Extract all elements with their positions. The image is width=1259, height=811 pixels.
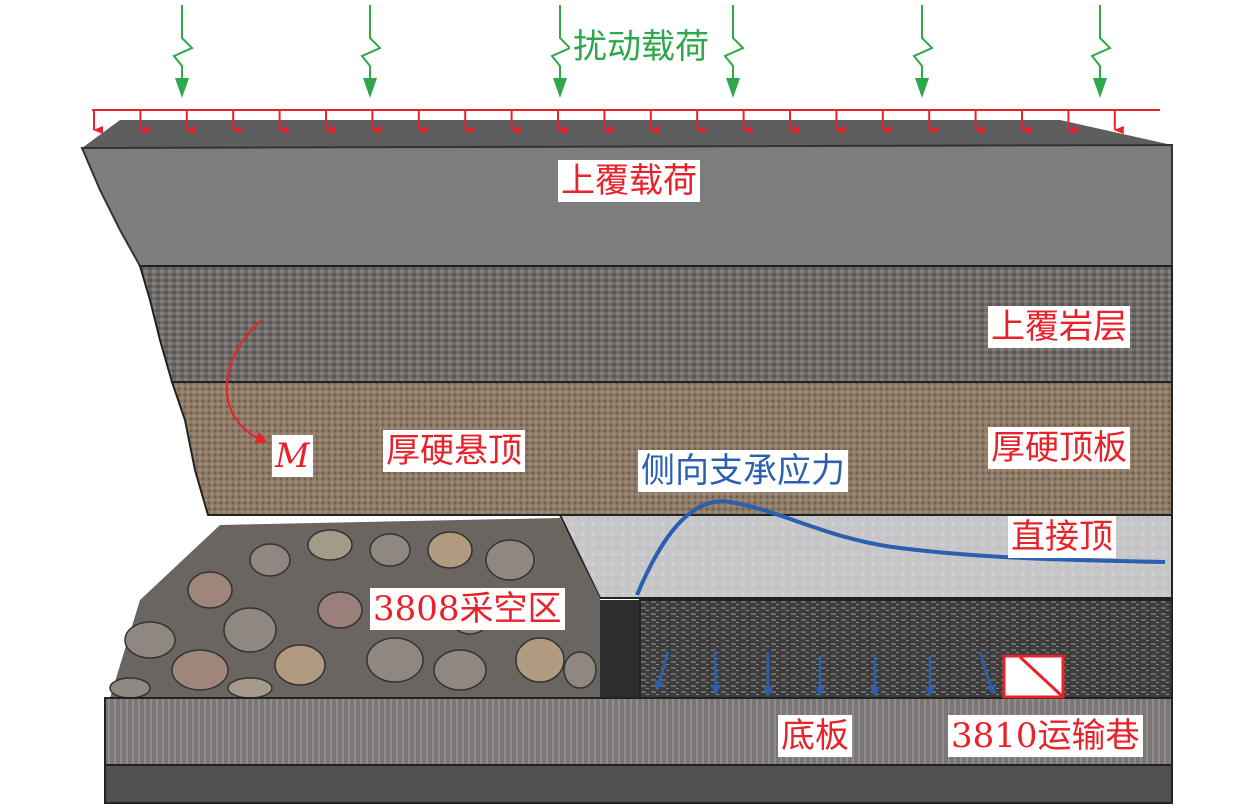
disturbance-arrow xyxy=(912,5,934,82)
roadway-label: 3810运输巷 xyxy=(948,715,1143,757)
thick-hard-roof-layer xyxy=(170,381,1173,516)
disturbance-arrow xyxy=(723,5,745,82)
disturbance-arrow-head xyxy=(363,78,377,98)
disturbance-arrow xyxy=(1090,5,1112,82)
goaf-rubble xyxy=(109,518,600,699)
goaf-label: 3808采空区 xyxy=(370,588,565,630)
thick-hard-hanging-roof-label: 厚硬悬顶 xyxy=(383,430,525,472)
disturbance-arrow-head xyxy=(553,78,567,98)
immediate-roof-label: 直接顶 xyxy=(1008,516,1116,558)
moment-arrow xyxy=(225,319,268,444)
overburden-load-label: 上覆载荷 xyxy=(558,160,700,202)
stress-arrows xyxy=(654,651,996,697)
moment-label: M xyxy=(272,435,313,477)
disturbance-arrow-head xyxy=(726,78,740,98)
disturbance-arrow-head xyxy=(1093,78,1107,98)
overburden-load-layer xyxy=(80,120,1173,267)
disturbance-arrow xyxy=(172,5,194,82)
disturbance-arrow xyxy=(360,5,382,82)
abutment-stress-curve xyxy=(635,499,1166,596)
disturbance-arrow-head xyxy=(175,78,189,98)
thick-hard-roof-label: 厚硬顶板 xyxy=(988,427,1130,469)
floor-label: 底板 xyxy=(778,715,852,757)
roadway-3810 xyxy=(1002,654,1065,699)
disturbance-arrow xyxy=(550,5,572,82)
abutment-stress-label: 侧向支承应力 xyxy=(638,450,848,492)
overlying-strata-label: 上覆岩层 xyxy=(988,306,1130,348)
coal-seam-layer xyxy=(639,599,1173,699)
overburden-load-arrows xyxy=(92,109,1160,134)
disturbance-load-label: 扰动载荷 xyxy=(570,26,712,68)
disturbance-load-arrows xyxy=(172,5,1112,98)
base-layer xyxy=(104,764,1173,804)
disturbance-arrow-head xyxy=(915,78,929,98)
coal-pillar xyxy=(595,600,640,698)
